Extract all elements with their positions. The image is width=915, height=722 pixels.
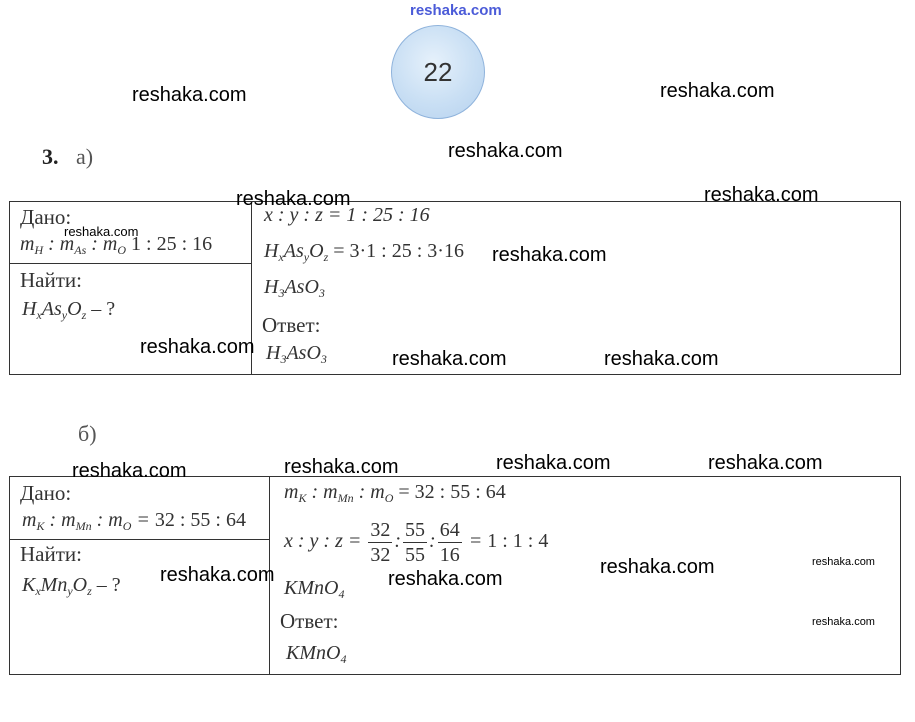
part-b-step1: mK : mMn : mO = 32 : 55 : 64 — [284, 481, 506, 505]
watermark: reshaka.com — [236, 188, 351, 210]
watermark: reshaka.com — [660, 80, 775, 102]
watermark: reshaka.com — [140, 336, 255, 358]
part-b-given-separator — [9, 539, 270, 540]
part-a-step2-rhs: = 3·1 : 25 : 3·16 — [328, 240, 464, 262]
part-a-given-label: Дано: — [20, 205, 72, 229]
part-a-given-separator — [9, 263, 252, 264]
watermark: reshaka.com — [392, 348, 507, 370]
watermark: reshaka.com — [448, 140, 563, 162]
watermark-small: reshaka.com — [64, 224, 139, 239]
page-number-badge: 22 — [391, 25, 485, 119]
part-b-given-ratio: 32 : 55 : 64 — [154, 509, 246, 531]
part-a-find-tail: – ? — [86, 298, 116, 320]
part-a-step2: HxAsyOz = 3·1 : 25 : 3·16 — [264, 240, 464, 264]
watermark: reshaka.com — [604, 348, 719, 370]
part-a-step1: x : y : z = 1 : 25 : 16 — [264, 204, 430, 226]
part-b-find-label: Найти: — [20, 542, 82, 566]
part-b-answer-label: Ответ: — [280, 609, 339, 633]
part-a-label: а) — [76, 144, 94, 169]
watermark: reshaka.com — [132, 84, 247, 106]
part-b-find-formula: KxMnyOz – ? — [22, 574, 121, 598]
part-b-step1-rhs: = 32 : 55 : 64 — [393, 481, 506, 503]
watermark: reshaka.com — [492, 244, 607, 266]
part-b-divider — [269, 476, 270, 675]
site-url[interactable]: reshaka.com — [410, 2, 502, 19]
part-a-answer-formula: H3AsO3 — [266, 342, 327, 366]
part-b-formula: KMnO4 — [284, 577, 345, 601]
watermark: reshaka.com — [388, 568, 503, 590]
part-a-given-formula: mH : mAs : mO 1 : 25 : 16 — [20, 233, 213, 257]
part-b-result: 1 : 1 : 4 — [487, 530, 549, 552]
part-b-find-tail: – ? — [91, 574, 121, 596]
watermark: reshaka.com — [496, 452, 611, 474]
watermark: reshaka.com — [284, 456, 399, 478]
part-b-label: б) — [78, 421, 97, 446]
watermark: reshaka.com — [160, 564, 275, 586]
problem-number: 3. — [42, 144, 59, 169]
part-a-given-ratio: 1 : 25 : 16 — [131, 233, 213, 255]
part-a-find-formula: HxAsyOz – ? — [22, 298, 116, 322]
part-a-divider — [251, 201, 252, 375]
watermark-small: reshaka.com — [812, 616, 875, 628]
watermark-small: reshaka.com — [812, 556, 875, 568]
part-b-table — [9, 476, 901, 675]
part-a-find-label: Найти: — [20, 268, 82, 292]
part-a-table — [9, 201, 901, 375]
watermark: reshaka.com — [72, 460, 187, 482]
watermark: reshaka.com — [708, 452, 823, 474]
part-b-given-label: Дано: — [20, 481, 72, 505]
part-a-formula: H3AsO3 — [264, 276, 325, 300]
part-b-given-formula: mK : mMn : mO = 32 : 55 : 64 — [22, 509, 246, 533]
problem-heading: 3. а) — [42, 144, 93, 170]
watermark: reshaka.com — [600, 556, 715, 578]
watermark: reshaka.com — [704, 184, 819, 206]
part-a-answer-label: Ответ: — [262, 313, 321, 337]
part-b-answer-formula: KMnO4 — [286, 642, 347, 666]
